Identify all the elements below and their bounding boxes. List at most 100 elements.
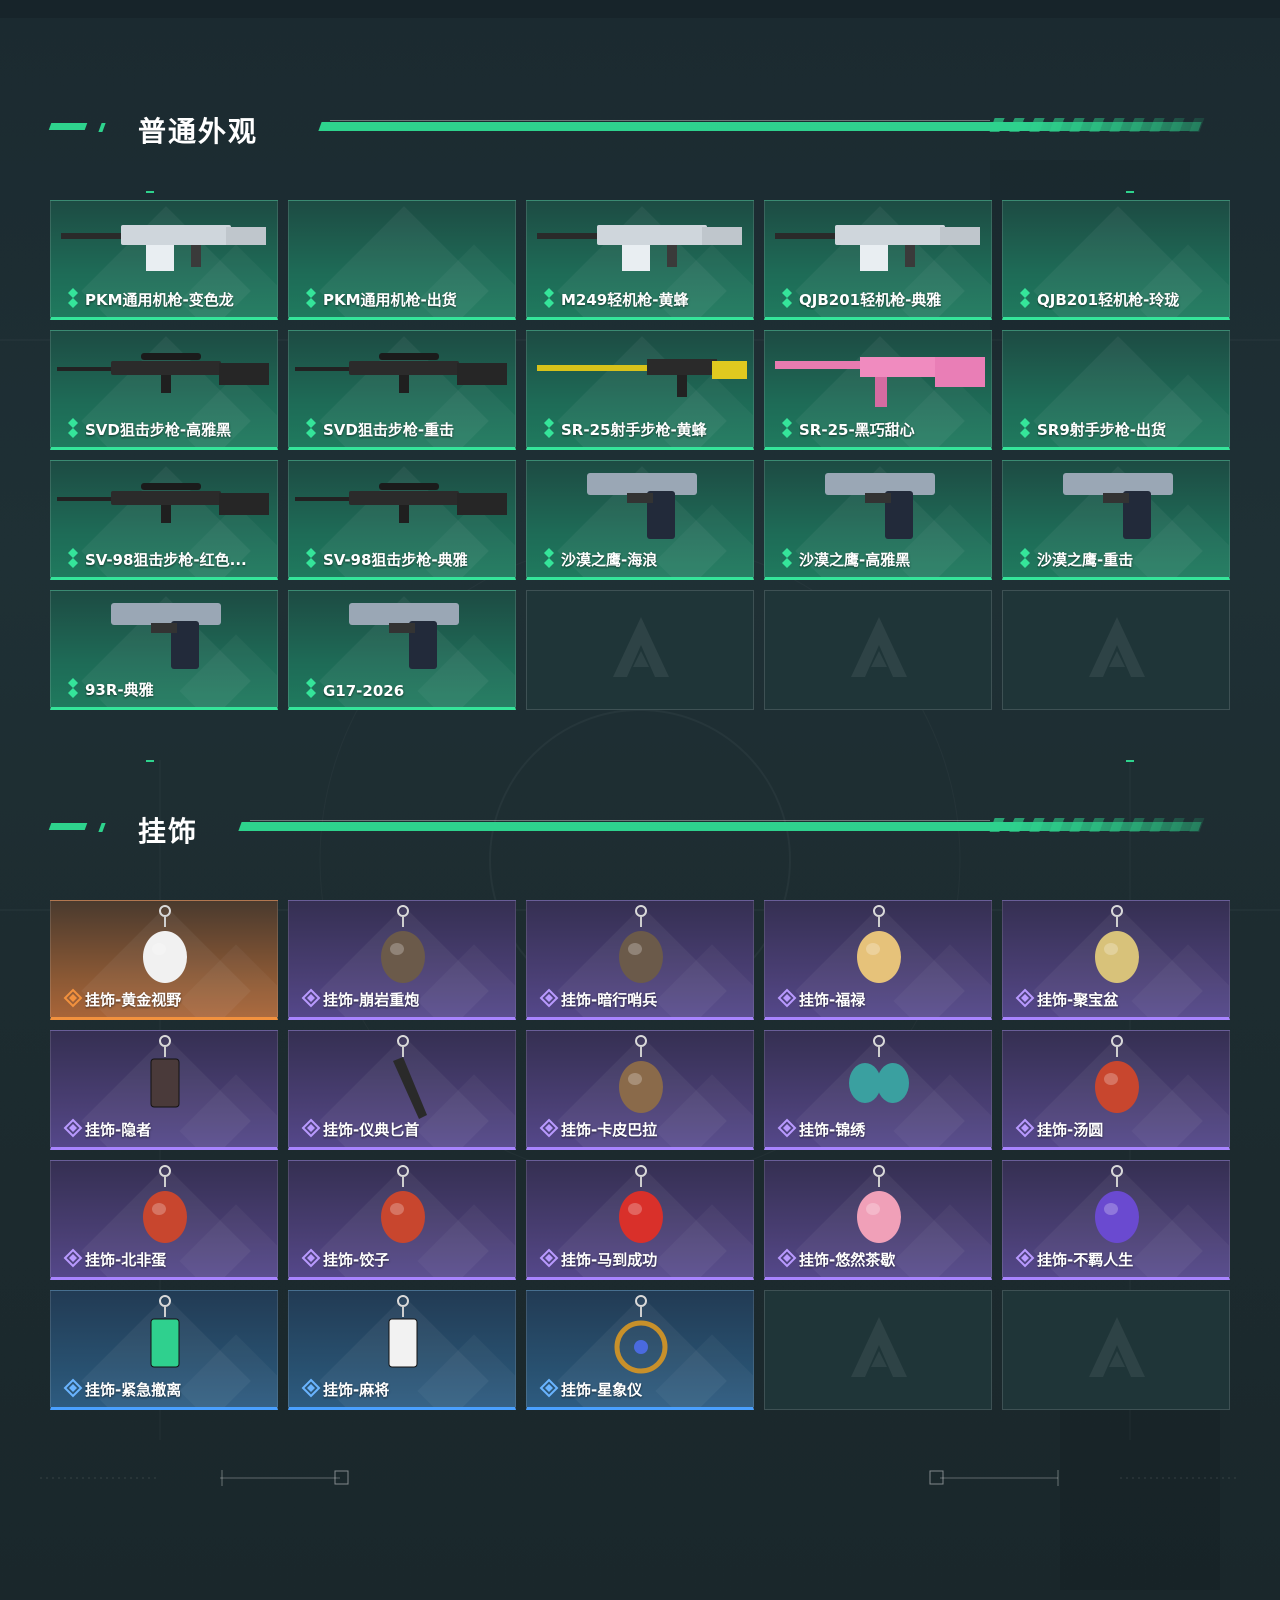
header-accent	[48, 123, 88, 130]
skin-card[interactable]: PKM通用机枪-变色龙	[50, 200, 278, 320]
rarity-icon	[1015, 1118, 1035, 1138]
skin-card[interactable]: SR-25射手步枪-黄蜂	[526, 330, 754, 450]
charm-card[interactable]: 挂饰-悠然茶歇	[764, 1160, 992, 1280]
header-accent	[98, 823, 106, 832]
item-name: SV-98狙击步枪-典雅	[323, 551, 468, 569]
item-name: 挂饰-汤圆	[1037, 1121, 1104, 1139]
skin-card[interactable]: SV-98狙击步枪-典雅	[288, 460, 516, 580]
charm-card[interactable]: 挂饰-饺子	[288, 1160, 516, 1280]
rarity-icon	[777, 988, 797, 1008]
rarity-icon	[306, 288, 316, 308]
skin-card[interactable]: M249轻机枪-黄蜂	[526, 200, 754, 320]
header-accent	[98, 123, 106, 132]
placeholder-logo-icon	[851, 1317, 907, 1377]
section-header-skins: 普通外观	[0, 110, 1280, 150]
item-name: QJB201轻机枪-典雅	[799, 291, 942, 309]
charm-card[interactable]: 挂饰-仪典匕首	[288, 1030, 516, 1150]
charms-grid: 挂饰-黄金视野挂饰-崩岩重炮挂饰-暗行哨兵挂饰-福禄挂饰-聚宝盆挂饰-隐者挂饰-…	[50, 900, 1230, 1410]
gourd-charm-icon	[857, 905, 901, 983]
rarity-icon	[63, 988, 83, 1008]
charm-card[interactable]: 挂饰-汤圆	[1002, 1030, 1230, 1150]
charm-card[interactable]: 挂饰-麻将	[288, 1290, 516, 1410]
placeholder-logo-icon	[1089, 1317, 1145, 1377]
sniper-rifle-icon	[57, 483, 269, 523]
charm-card[interactable]: 挂饰-卡皮巴拉	[526, 1030, 754, 1150]
pistol-icon	[587, 473, 697, 539]
mahjong-charm-icon	[388, 1295, 418, 1368]
horse-charm-icon	[619, 1165, 663, 1243]
header-thin-rule	[330, 120, 990, 121]
charm-card[interactable]: 挂饰-暗行哨兵	[526, 900, 754, 1020]
rarity-icon	[68, 678, 78, 698]
rarity-icon	[63, 1378, 83, 1398]
rarity-icon	[68, 548, 78, 568]
charm-card[interactable]: 挂饰-锦绣	[764, 1030, 992, 1150]
skin-card[interactable]: 沙漠之鹰-高雅黑	[764, 460, 992, 580]
charm-card[interactable]: 挂饰-黄金视野	[50, 900, 278, 1020]
header-checker	[989, 118, 1205, 132]
skin-card[interactable]: 沙漠之鹰-海浪	[526, 460, 754, 580]
item-name: 挂饰-不羁人生	[1037, 1251, 1134, 1269]
item-name: SR-25射手步枪-黄蜂	[561, 421, 707, 439]
rarity-icon	[68, 288, 78, 308]
charm-card[interactable]: 挂饰-聚宝盆	[1002, 900, 1230, 1020]
charm-card[interactable]: 挂饰-星象仪	[526, 1290, 754, 1410]
item-name: M249轻机枪-黄蜂	[561, 291, 689, 309]
charm-card[interactable]: 挂饰-福禄	[764, 900, 992, 1020]
skin-card[interactable]: SR9射手步枪-出货	[1002, 330, 1230, 450]
rarity-icon	[782, 288, 792, 308]
capybara-charm-icon	[619, 1035, 663, 1113]
rarity-icon	[777, 1248, 797, 1268]
rarity-icon	[544, 548, 554, 568]
item-name: 挂饰-卡皮巴拉	[561, 1121, 658, 1139]
charm-card[interactable]: 挂饰-不羁人生	[1002, 1160, 1230, 1280]
item-name: 93R-典雅	[85, 681, 154, 699]
rarity-icon	[539, 1118, 559, 1138]
item-name: 挂饰-聚宝盆	[1037, 991, 1119, 1009]
section-title-charms: 挂饰	[138, 815, 199, 848]
item-name: 挂饰-紧急撤离	[85, 1381, 182, 1399]
charm-card[interactable]: 挂饰-马到成功	[526, 1160, 754, 1280]
skin-card[interactable]: SVD狙击步枪-重击	[288, 330, 516, 450]
skin-card[interactable]: 93R-典雅	[50, 590, 278, 710]
charm-card[interactable]: 挂饰-北非蛋	[50, 1160, 278, 1280]
skin-card[interactable]: G17-2026	[288, 590, 516, 710]
item-name: 挂饰-暗行哨兵	[561, 991, 658, 1009]
skin-card[interactable]: SR-25-黑巧甜心	[764, 330, 992, 450]
section-title-skins: 普通外观	[138, 115, 259, 148]
marksman-rifle-icon	[537, 359, 747, 397]
item-name: 沙漠之鹰-海浪	[561, 551, 658, 569]
skin-card[interactable]: QJB201轻机枪-玲珑	[1002, 200, 1230, 320]
corner-tick	[146, 191, 154, 193]
charm-card[interactable]: 挂饰-隐者	[50, 1030, 278, 1150]
empty-slot	[526, 590, 754, 710]
item-name: 挂饰-麻将	[323, 1381, 390, 1399]
skin-card[interactable]: 沙漠之鹰-重击	[1002, 460, 1230, 580]
skin-card[interactable]: PKM通用机枪-出货	[288, 200, 516, 320]
charm-card[interactable]: 挂饰-崩岩重炮	[288, 900, 516, 1020]
item-name: 挂饰-锦绣	[799, 1121, 866, 1139]
empty-slot	[1002, 590, 1230, 710]
rarity-icon	[782, 418, 792, 438]
skin-card[interactable]: SVD狙击步枪-高雅黑	[50, 330, 278, 450]
rarity-icon	[63, 1248, 83, 1268]
skin-card[interactable]: QJB201轻机枪-典雅	[764, 200, 992, 320]
rarity-icon	[306, 418, 316, 438]
header-thin-rule	[250, 820, 990, 821]
item-name: 挂饰-星象仪	[561, 1381, 643, 1399]
rifle-icon	[775, 357, 985, 407]
item-name: SVD狙击步枪-重击	[323, 421, 455, 439]
section-header-charms: 挂饰	[0, 810, 1280, 850]
empty-slot	[1002, 1290, 1230, 1410]
rarity-icon	[68, 418, 78, 438]
item-name: 挂饰-马到成功	[561, 1251, 658, 1269]
item-name: SVD狙击步枪-高雅黑	[85, 421, 232, 439]
bowl-charm-icon	[1095, 1035, 1139, 1113]
skin-card[interactable]: SV-98狙击步枪-红色...	[50, 460, 278, 580]
charm-card[interactable]: 挂饰-紧急撤离	[50, 1290, 278, 1410]
pistol-icon	[1063, 473, 1173, 539]
item-name: 挂饰-福禄	[799, 991, 866, 1009]
figure-charm-icon	[381, 905, 425, 983]
rarity-icon	[1020, 548, 1030, 568]
pistol-icon	[349, 603, 459, 669]
